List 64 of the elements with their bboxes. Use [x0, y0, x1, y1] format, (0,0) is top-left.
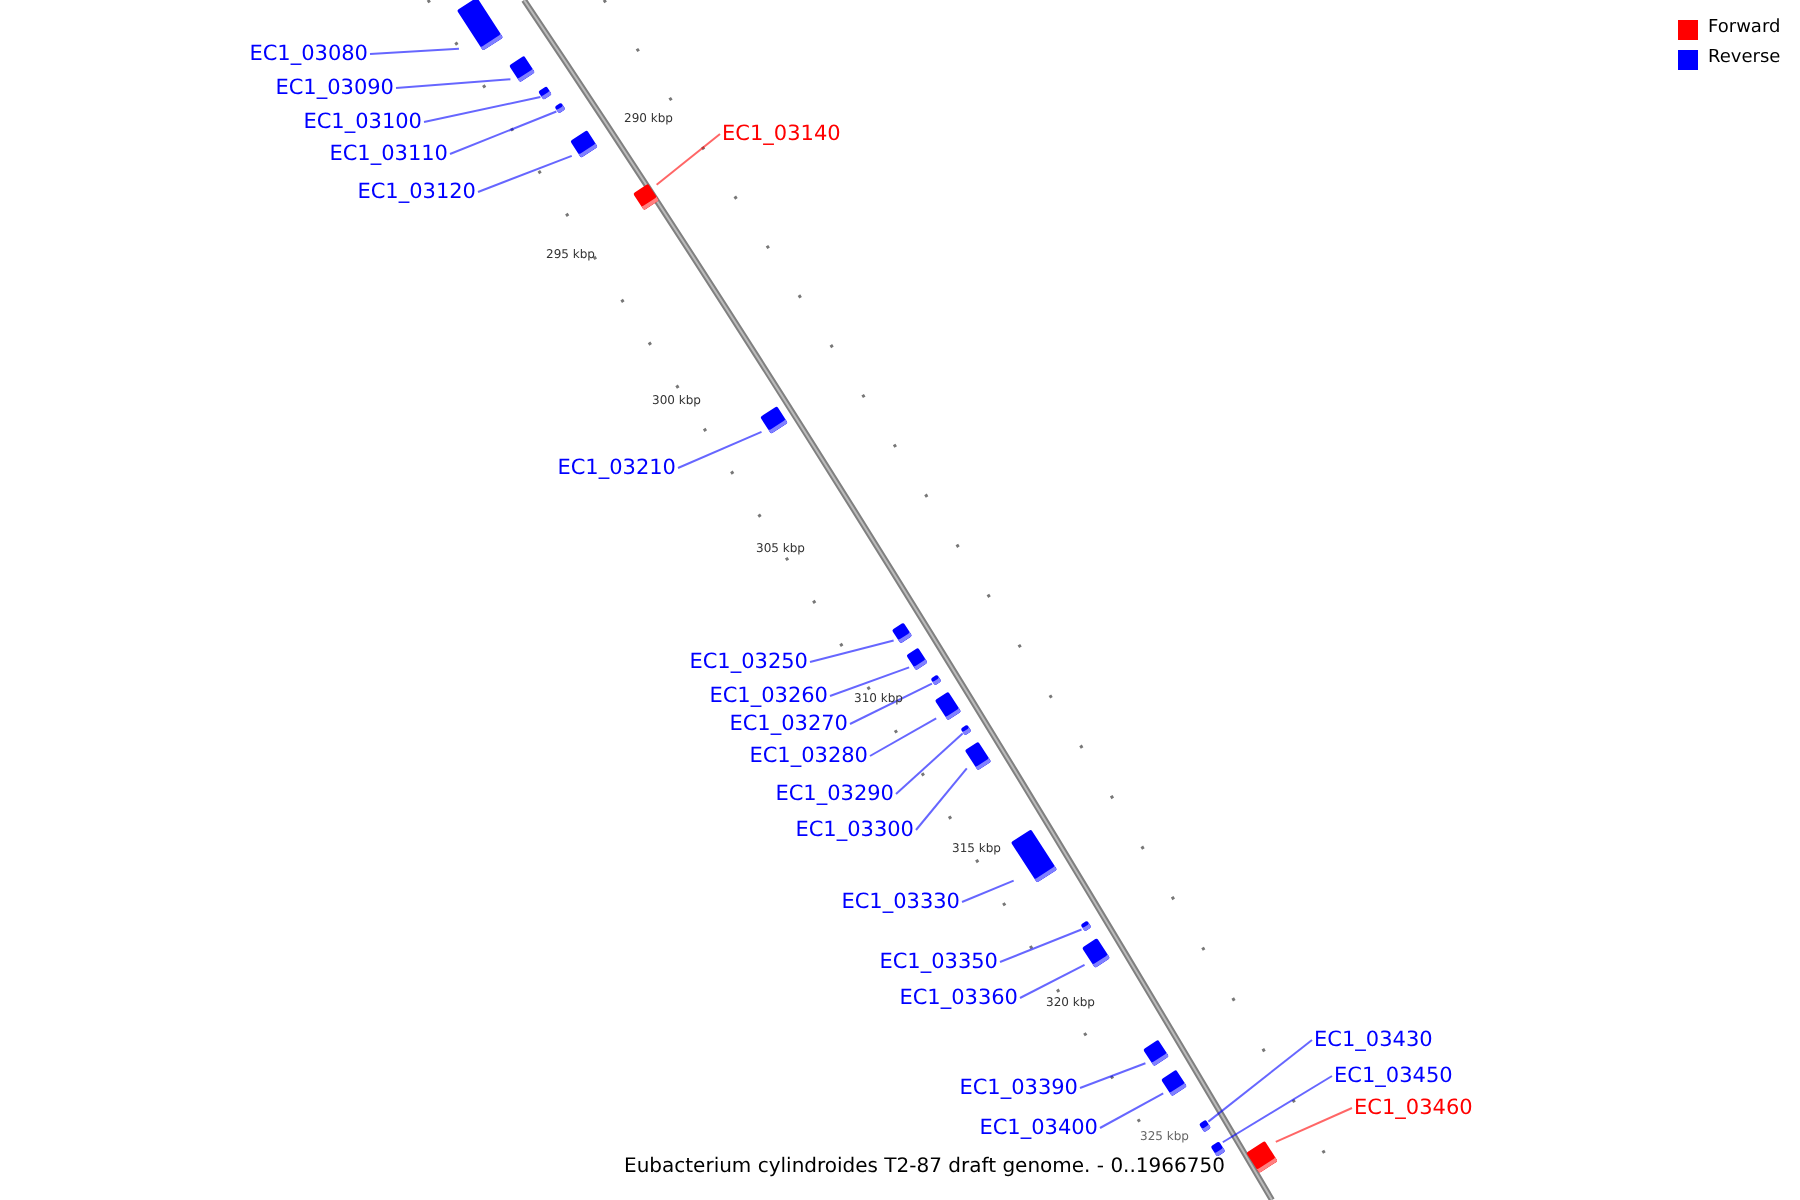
gene-label: EC1_03080: [249, 42, 368, 66]
leader-line: [849, 682, 933, 725]
gene-block: [759, 406, 788, 434]
leader-line: [449, 110, 558, 155]
gene-label: EC1_03360: [899, 986, 1018, 1010]
leader-line: [1099, 1092, 1165, 1129]
leader-line: [477, 154, 573, 193]
gene-label: EC1_03350: [879, 950, 998, 974]
gene-label: EC1_03280: [749, 744, 868, 768]
legend-label: Forward: [1708, 18, 1781, 38]
leader-line: [915, 767, 968, 831]
gene-label: EC1_03330: [841, 890, 960, 914]
gene-block: [569, 130, 598, 158]
gene-label: EC1_03140: [722, 122, 841, 146]
leader-line: [1079, 1062, 1147, 1089]
leader-line: [395, 78, 512, 89]
gene-block: [1143, 1038, 1170, 1066]
gene-block: [632, 182, 659, 210]
gene-block: [554, 102, 566, 114]
leader-line: [961, 879, 1015, 903]
gene-block: [1079, 920, 1091, 932]
gene-block: [1209, 1140, 1225, 1156]
gene-block: [1198, 1119, 1211, 1133]
gene-block: [964, 741, 992, 771]
gene-label: EC1_03260: [709, 684, 828, 708]
gene-block: [929, 674, 941, 686]
gene-label: EC1_03210: [557, 456, 676, 480]
gene-label: EC1_03390: [959, 1076, 1078, 1100]
gene-label: EC1_03300: [795, 818, 914, 842]
gene-label: EC1_03450: [1334, 1064, 1453, 1088]
gene-block: [1246, 1139, 1278, 1173]
leader-line: [869, 717, 938, 757]
gene-block: [934, 691, 961, 721]
gene-block: [538, 85, 553, 99]
leader-line: [809, 639, 895, 663]
gene-label: EC1_03400: [979, 1116, 1098, 1140]
gene-label: EC1_03110: [329, 142, 448, 166]
leader-line: [895, 732, 964, 795]
gene-block: [1161, 1068, 1188, 1096]
leader-line: [1019, 963, 1086, 999]
leader-line: [1274, 1107, 1353, 1143]
leader-line: [369, 47, 460, 55]
gene-label: EC1_03250: [689, 650, 808, 674]
leader-line: [1207, 1039, 1313, 1123]
gene-label: EC1_03430: [1314, 1028, 1433, 1052]
gene-block: [891, 621, 913, 643]
gene-label: EC1_03120: [357, 180, 476, 204]
gene-label: EC1_03270: [729, 712, 848, 736]
leader-line: [677, 430, 763, 469]
leader-line: [829, 666, 911, 697]
gene-label: EC1_03090: [275, 76, 394, 100]
leader-line: [1221, 1075, 1333, 1144]
gene-label: EC1_03100: [303, 110, 422, 134]
gene-block: [508, 54, 535, 82]
gene-block: [960, 724, 972, 736]
leader-line: [999, 928, 1083, 963]
caption: Eubacterium cylindroides T2-87 draft genome. - 0..1966750: [624, 1156, 1225, 1178]
leader-line: [655, 133, 721, 186]
gene-label: EC1_03290: [775, 782, 894, 806]
leader-line: [423, 95, 542, 123]
gene-block: [907, 646, 929, 670]
gene-label: EC1_03460: [1354, 1096, 1473, 1120]
legend-label: Reverse: [1708, 48, 1781, 68]
gene-block: [1082, 937, 1111, 967]
